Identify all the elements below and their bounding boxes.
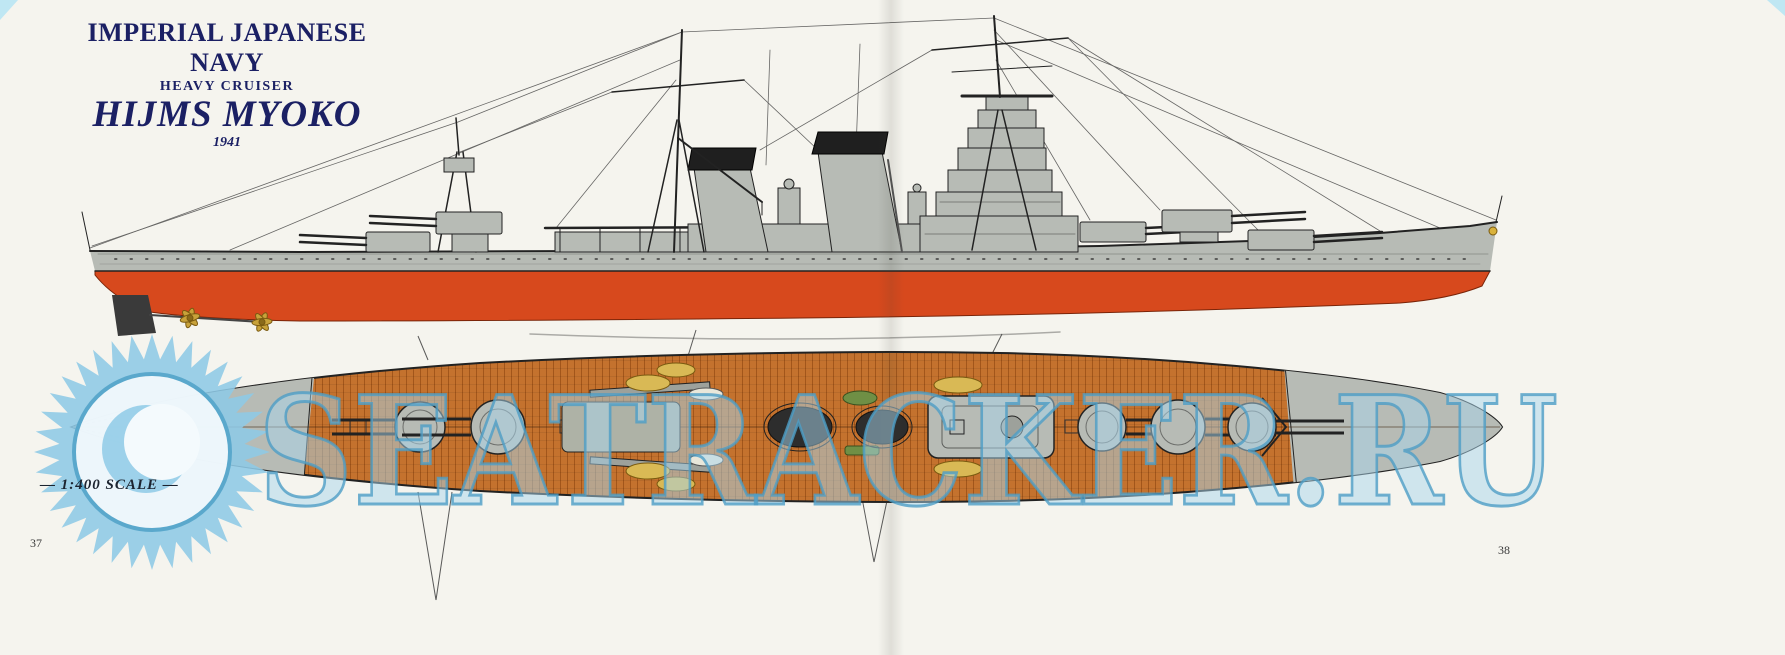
funnel-aft-cap (687, 147, 757, 171)
stern-staff (81, 211, 91, 251)
foremast (931, 15, 1069, 251)
breakwater (1261, 397, 1288, 457)
aft-deckhouse (554, 231, 691, 253)
bridge-tower (919, 94, 1079, 253)
searchlight-tower-aft (777, 187, 801, 225)
superstructure (298, 15, 1384, 253)
plan-bridge (927, 395, 1055, 459)
ships-boats (625, 362, 983, 492)
page-fold-shadow (878, 0, 904, 655)
page-number-right: 38 (1498, 543, 1510, 557)
rigging-lines (89, 17, 1497, 251)
propellers (179, 307, 273, 332)
scan-corner-right (1767, 0, 1785, 16)
watermark-text: SEATRACKER.RU (258, 364, 1558, 540)
plan-aft-turrets (332, 399, 526, 455)
scale-label: — 1:400 SCALE — (40, 477, 179, 493)
bow-chrysanthemum-crest (1488, 226, 1498, 236)
plan-aft-deckhouse (561, 401, 681, 453)
funnel-forward-cap (811, 131, 889, 155)
logo-swirl-cut (124, 404, 200, 480)
floatplanes (842, 390, 880, 456)
watermark: SEATRACKER.RU (34, 334, 1560, 570)
title-ship-type: HEAVY CRUISER (159, 78, 295, 94)
mainmast (611, 29, 763, 253)
aft-turrets (298, 211, 503, 253)
title-navy: IMPERIAL JAPANESE NAVY (87, 18, 367, 77)
jackstaff (1495, 195, 1503, 223)
title-ship-name: HIJMS MYOKO (92, 94, 362, 136)
title-year: 1941 (213, 135, 241, 151)
boat-crane (677, 137, 763, 203)
profile-view (81, 15, 1503, 340)
hull-below-waterline (94, 270, 1491, 322)
forward-turrets (1079, 209, 1384, 251)
funnel-aft (693, 167, 769, 253)
propeller-shaft (149, 314, 263, 323)
starburst-logo (34, 334, 270, 570)
plan-forward-turrets (1077, 399, 1344, 455)
title-block: IMPERIAL JAPANESE NAVY HEAVY CRUISER HIJ… (52, 18, 402, 152)
scan-corner-left (0, 0, 18, 20)
rudder (112, 295, 156, 336)
page-number-left: 37 (30, 536, 42, 550)
gutter-shadow (529, 331, 1061, 340)
